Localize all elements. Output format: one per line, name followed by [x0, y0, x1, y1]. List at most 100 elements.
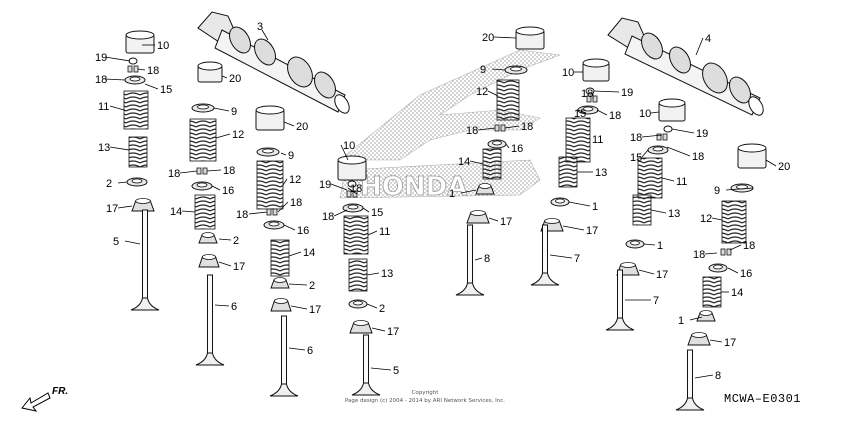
- leader-line: [290, 305, 308, 310]
- leader-line: [504, 125, 520, 129]
- valve-lifter-shim-cup-top: [337, 155, 367, 165]
- engine-valve-stem: [542, 224, 548, 274]
- leader-line: [215, 133, 231, 139]
- valve-lifter-shim-cup-top: [658, 98, 686, 108]
- leader-line: [340, 144, 349, 161]
- callout-14: 14: [170, 206, 182, 218]
- callout-18: 18: [609, 110, 621, 122]
- callout-1: 1: [592, 201, 598, 213]
- leader-line: [117, 205, 133, 209]
- callout-16: 16: [222, 185, 234, 197]
- leader-line: [211, 185, 221, 191]
- callout-10: 10: [639, 108, 651, 120]
- valve-spring: [702, 276, 722, 308]
- callout-20: 20: [296, 121, 308, 133]
- leader-line: [488, 217, 499, 222]
- leader-line: [549, 254, 573, 259]
- callout-13: 13: [595, 167, 607, 179]
- leader-line: [643, 243, 656, 246]
- leader-line: [562, 225, 585, 231]
- engine-valve-head: [675, 397, 705, 411]
- valve-stem-seal-lip: [544, 218, 560, 224]
- engine-valve-stem: [207, 274, 213, 354]
- valve-spring: [721, 200, 747, 244]
- callout-7: 7: [653, 295, 659, 307]
- engine-valve-head: [351, 382, 381, 396]
- callout-16: 16: [740, 268, 752, 280]
- leader-line: [650, 209, 667, 214]
- callout-18: 18: [223, 165, 235, 177]
- engine-valve-stem: [363, 334, 369, 384]
- callout-2: 2: [379, 303, 385, 315]
- valve-shim: [347, 180, 357, 188]
- leader-line: [638, 269, 655, 275]
- valve-spring-seat-hole: [630, 240, 640, 246]
- engine-valve-head: [269, 383, 299, 397]
- leader-line: [725, 187, 754, 191]
- callout-18: 18: [581, 88, 593, 100]
- leader-line: [477, 127, 496, 131]
- callout-10: 10: [157, 40, 169, 52]
- valve-stem-seal-lip: [470, 210, 486, 216]
- fr-label: FR.: [52, 386, 68, 397]
- leader-line: [181, 210, 196, 213]
- callout-2: 2: [106, 178, 112, 190]
- valve-cotter: [272, 208, 278, 216]
- leader-line: [505, 143, 510, 149]
- leader-line: [493, 36, 517, 39]
- leader-line: [568, 201, 591, 207]
- engine-valve-stem: [467, 224, 473, 284]
- leader-line: [179, 170, 198, 174]
- leader-line: [333, 209, 348, 217]
- callout-18: 18: [521, 121, 533, 133]
- valve-lifter-shim-cup-top: [197, 61, 223, 71]
- callout-17: 17: [387, 326, 399, 338]
- callout-4: 4: [705, 33, 711, 45]
- valve-spring: [123, 90, 149, 130]
- callout-9: 9: [231, 106, 237, 118]
- leader-line: [709, 339, 723, 343]
- valve-spring: [482, 148, 502, 180]
- valve-lifter-shim-cup-top: [737, 143, 767, 153]
- valve-spring-seat-hole: [492, 140, 502, 146]
- camshaft-right: [607, 17, 764, 116]
- callout-20: 20: [229, 73, 241, 85]
- valve-spring: [558, 156, 578, 188]
- valve-stem-seal-lip: [201, 232, 215, 238]
- callout-15: 15: [574, 108, 586, 120]
- leader-line: [689, 316, 703, 321]
- valve-spring-retainer-hole: [197, 104, 209, 110]
- valve-lifter-shim-cup-top: [255, 105, 285, 115]
- callout-18: 18: [466, 125, 478, 137]
- valve-stem-seal-lip: [201, 254, 217, 260]
- leader-line: [109, 105, 125, 111]
- valve-spring: [348, 258, 368, 292]
- leader-line: [711, 217, 723, 221]
- callout-18: 18: [350, 183, 362, 195]
- valve-cotter: [494, 124, 500, 132]
- leader-line: [214, 304, 230, 307]
- leader-line: [104, 78, 126, 81]
- valve-cotter: [196, 167, 202, 175]
- leader-line: [641, 149, 649, 158]
- valve-lifter-shim-cup-top: [582, 58, 610, 68]
- honda-watermark-text: HONDA: [360, 172, 467, 202]
- leader-line: [218, 261, 232, 267]
- valve-stem-seal-lip: [135, 198, 151, 204]
- callout-17: 17: [309, 304, 321, 316]
- callout-17: 17: [586, 225, 598, 237]
- valve-spring: [496, 79, 520, 121]
- engine-valve-head: [530, 272, 560, 286]
- leader-line: [124, 240, 141, 245]
- leader-line: [347, 187, 358, 195]
- leader-line: [666, 146, 691, 157]
- callout-18: 18: [236, 209, 248, 221]
- callout-19: 19: [696, 128, 708, 140]
- callout-7: 7: [574, 253, 580, 265]
- valve-cotter: [266, 208, 272, 216]
- callout-12: 12: [232, 129, 244, 141]
- valve-stem-seal-lip: [699, 310, 713, 316]
- engine-valve-stem: [617, 269, 623, 319]
- callout-9: 9: [288, 150, 294, 162]
